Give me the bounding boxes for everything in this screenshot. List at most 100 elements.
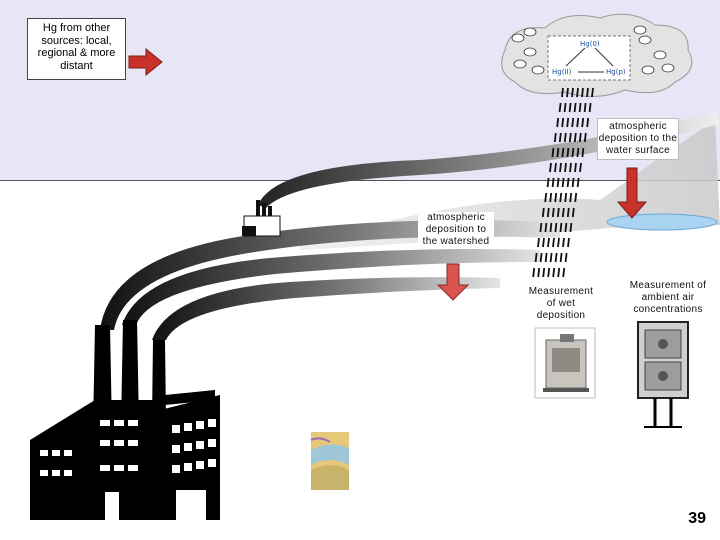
- rain-streak: [551, 253, 552, 262]
- cloud-droplet: [662, 64, 674, 72]
- rain-streak: [543, 208, 544, 217]
- hg-sources-box: Hg from other sources: local, regional &…: [27, 18, 126, 80]
- rain-streak: [565, 223, 566, 232]
- rain-streak: [553, 208, 554, 217]
- rain-streak: [585, 103, 586, 112]
- wet-deposition-label: Measurement of wet deposition: [526, 286, 596, 322]
- rain-streak: [533, 268, 534, 277]
- rain-streak: [582, 88, 583, 97]
- rain-streak: [575, 163, 576, 172]
- rain-streak: [546, 253, 547, 262]
- rain-streak: [555, 193, 556, 202]
- rain-streak: [563, 238, 564, 247]
- water-deposition-label: atmospheric deposition to the water surf…: [597, 118, 679, 160]
- rain-streak: [565, 193, 566, 202]
- rain-streak: [557, 118, 558, 127]
- rain-streak: [558, 238, 559, 247]
- rain-streak: [550, 223, 551, 232]
- rain-streak: [553, 238, 554, 247]
- rain-streak: [561, 253, 562, 262]
- rain-streak: [580, 103, 581, 112]
- rain-streak: [550, 163, 551, 172]
- ambient-air-label: Measurement of ambient air concentration…: [626, 280, 710, 316]
- rain-streak: [562, 148, 563, 157]
- sources-arrow: [129, 49, 162, 75]
- rain-streak: [578, 178, 579, 187]
- rain-streak: [592, 88, 593, 97]
- rain-streak: [590, 103, 591, 112]
- rain-streak: [582, 148, 583, 157]
- rain-streak: [570, 103, 571, 112]
- cloud-droplet: [514, 60, 526, 68]
- rain-streak: [560, 133, 561, 142]
- water-surface: [607, 214, 717, 230]
- rain-streak: [580, 163, 581, 172]
- rain-streak: [545, 193, 546, 202]
- cloud-droplet: [639, 36, 651, 44]
- rain-streak: [565, 103, 566, 112]
- rain-streak: [548, 268, 549, 277]
- rain-streak: [568, 238, 569, 247]
- rain-streak: [567, 148, 568, 157]
- watershed-deposition-label: atmospheric deposition to the watershed: [418, 212, 494, 248]
- rain-streak: [548, 178, 549, 187]
- rain-streak: [538, 268, 539, 277]
- rain-streak: [543, 238, 544, 247]
- rain-streak: [580, 133, 581, 142]
- rain-streak: [555, 223, 556, 232]
- cloud-droplet: [634, 26, 646, 34]
- rain-streak: [556, 253, 557, 262]
- rain-streak: [558, 268, 559, 277]
- rain-streak: [570, 163, 571, 172]
- rain-streak: [575, 133, 576, 142]
- cloud-droplet: [524, 28, 536, 36]
- hg-p-label: Hg(p): [606, 68, 626, 76]
- rain-streak: [587, 88, 588, 97]
- rain-streak: [573, 208, 574, 217]
- rain-streak: [565, 163, 566, 172]
- hg0-label: Hg(0): [580, 40, 600, 48]
- rain-streaks: [533, 88, 593, 277]
- rain-streak: [552, 148, 553, 157]
- rain-streak: [558, 208, 559, 217]
- cloud-droplet: [654, 51, 666, 59]
- rain-streak: [560, 163, 561, 172]
- rain-streak: [560, 193, 561, 202]
- rain-streak: [545, 223, 546, 232]
- landscape-thumbnail: [311, 432, 349, 490]
- ambient-air-monitor-image: [638, 322, 688, 427]
- wet-deposition-sampler-image: [535, 328, 595, 398]
- rain-streak: [538, 238, 539, 247]
- rain-streak: [575, 103, 576, 112]
- cloud-droplet: [524, 48, 536, 56]
- rain-streak: [553, 268, 554, 277]
- rain-streak: [555, 133, 556, 142]
- rain-streak: [543, 268, 544, 277]
- rain-streak: [573, 178, 574, 187]
- rain-streak: [560, 223, 561, 232]
- rain-streak: [570, 223, 571, 232]
- rain-streak: [570, 133, 571, 142]
- rain-streak: [553, 178, 554, 187]
- rain-streak: [572, 118, 573, 127]
- rain-streak: [562, 118, 563, 127]
- rain-streak: [563, 208, 564, 217]
- rain-streak: [548, 238, 549, 247]
- rain-streak: [566, 253, 567, 262]
- cloud-droplet: [512, 34, 524, 42]
- cloud-droplet: [532, 66, 544, 74]
- rain-streak: [568, 178, 569, 187]
- rain-streak: [575, 193, 576, 202]
- page-number: 39: [688, 510, 706, 528]
- rain-streak: [577, 118, 578, 127]
- rain-streak: [565, 133, 566, 142]
- rain-streak: [562, 88, 563, 97]
- rain-streak: [577, 148, 578, 157]
- rain-streak: [548, 208, 549, 217]
- cloud-droplet: [642, 66, 654, 74]
- rain-streak: [557, 148, 558, 157]
- hg-ii-label: Hg(II): [552, 68, 571, 76]
- rain-streak: [567, 88, 568, 97]
- rain-streak: [585, 133, 586, 142]
